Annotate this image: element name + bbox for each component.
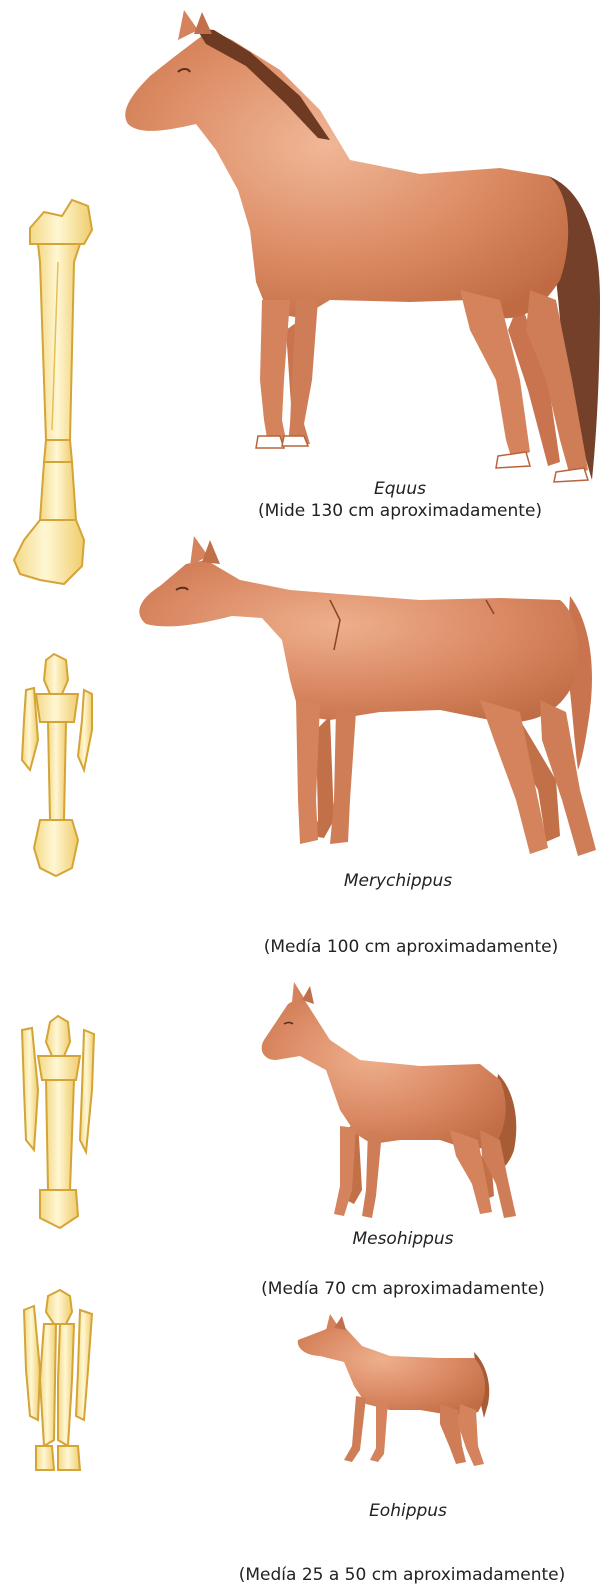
equus-caption: Equus (Mide 130 cm aproximadamente) (228, 478, 572, 522)
mesohippus-illustration (262, 982, 517, 1218)
mesohippus-size-caption: (Medía 70 cm aproximadamente) (238, 1278, 568, 1300)
mesohippus-genus-label: Mesohippus (318, 1228, 488, 1250)
eohippus-caption: Eohippus (338, 1500, 478, 1522)
merychippus-caption: Merychippus (308, 870, 488, 892)
merychippus-size-label: (Medía 100 cm aproximadamente) (226, 936, 596, 958)
eohippus-illustration (298, 1314, 489, 1466)
merychippus-size-caption: (Medía 100 cm aproximadamente) (226, 936, 596, 958)
equus-illustration (125, 10, 600, 482)
eohippus-leg-bone (24, 1290, 92, 1470)
eohippus-size-label: (Medía 25 a 50 cm aproximadamente) (200, 1564, 604, 1586)
merychippus-genus-label: Merychippus (308, 870, 488, 892)
equus-size-label: (Mide 130 cm aproximadamente) (228, 500, 572, 522)
merychippus-leg-bone (22, 654, 92, 876)
equus-leg-bone (14, 200, 92, 584)
equus-genus-label: Equus (228, 478, 572, 500)
mesohippus-leg-bone (22, 1016, 94, 1228)
eohippus-size-caption: (Medía 25 a 50 cm aproximadamente) (200, 1564, 604, 1586)
mesohippus-size-label: (Medía 70 cm aproximadamente) (238, 1278, 568, 1300)
eohippus-genus-label: Eohippus (338, 1500, 478, 1522)
merychippus-illustration (139, 536, 596, 856)
mesohippus-caption: Mesohippus (318, 1228, 488, 1250)
